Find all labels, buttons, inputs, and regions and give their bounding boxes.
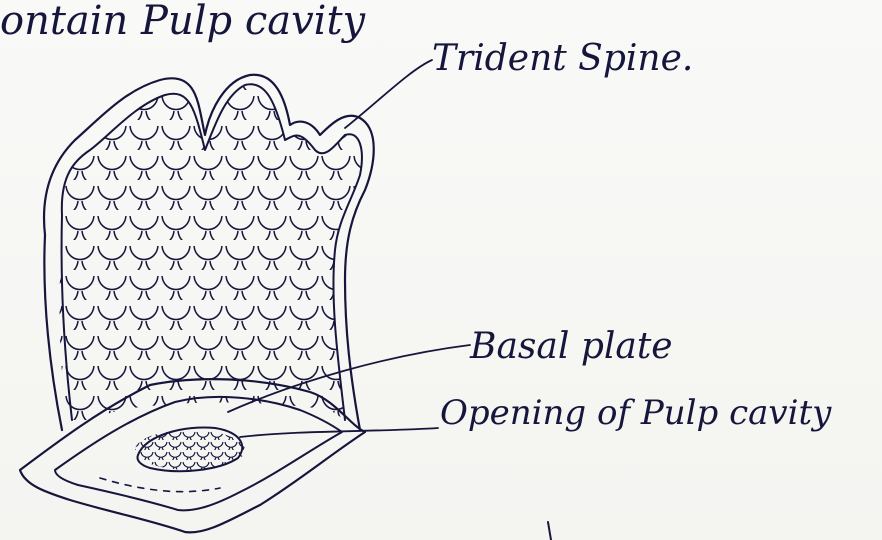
- top-text: ontain Pulp cavity: [0, 0, 367, 44]
- stray-mark: [548, 522, 551, 540]
- scale-texture: [55, 80, 375, 440]
- plate-dashed-line: [100, 478, 220, 492]
- label-trident-spine: Trident Spine.: [432, 38, 693, 79]
- label-basal-plate: Basal plate: [469, 326, 673, 367]
- spine-left-edge: [44, 235, 62, 430]
- label-pulp-opening: Opening of Pulp cavity: [440, 393, 832, 433]
- trident-spine-leader: [345, 60, 432, 128]
